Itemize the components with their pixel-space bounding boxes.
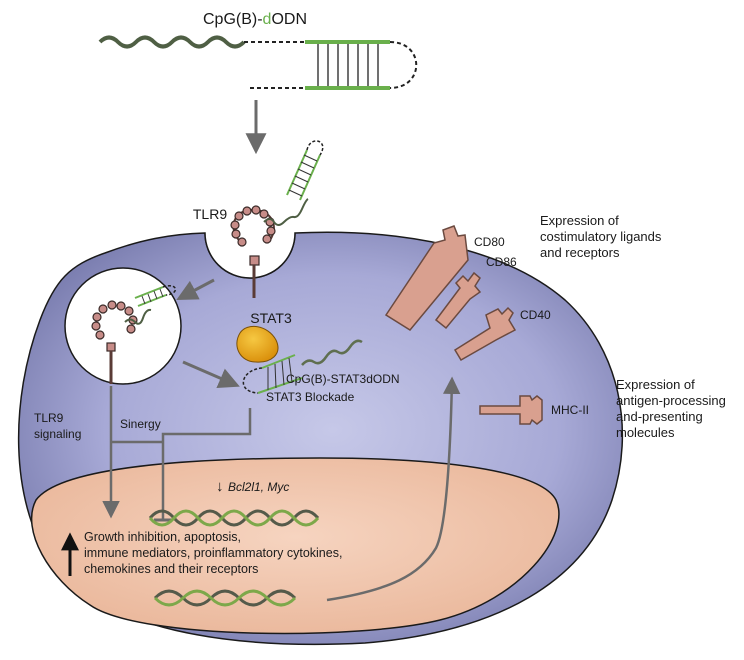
tlr9-surface-hairpin (286, 149, 321, 201)
endosome (64, 267, 182, 385)
antigen-annotation-4: molecules (616, 425, 675, 440)
costim-annotation-3: and receptors (540, 245, 620, 260)
mhc2-receptor: MHC-II (479, 395, 589, 425)
tlr9-surface-ligand (263, 198, 309, 226)
outcome-line-1: Growth inhibition, apoptosis, (84, 530, 241, 544)
diagram-title: CpG(B)-dODN (203, 11, 307, 28)
cd40-receptor: CD40 (453, 306, 551, 362)
endosome-to-stat3-arrow (182, 360, 240, 388)
stat3-complex: STAT3 CpG(B)-STAT3dODN STAT3 Blockade (236, 310, 400, 404)
stat3-protein-icon (236, 325, 279, 363)
tlr9-signaling-label-1: TLR9 (34, 411, 64, 425)
dna-helix-lower (153, 589, 297, 607)
stat3-dodn-loop (242, 367, 263, 394)
odn-rungs (317, 44, 379, 86)
outcome-line-2: immune mediators, proinflammatory cytoki… (84, 546, 342, 560)
cd40-label: CD40 (520, 308, 551, 322)
antigen-annotation-1: Expression of (616, 377, 695, 392)
stat3-blockade-label: STAT3 Blockade (266, 390, 355, 404)
internalization-arrow (176, 278, 215, 300)
mhc2-label: MHC-II (551, 403, 589, 417)
tlr9-label: TLR9 (193, 206, 227, 222)
synergy-label: Sinergy (120, 417, 161, 431)
down-arrow-symbol: ↓ (216, 478, 224, 495)
expression-arrow (326, 376, 461, 602)
cd86-receptor: CD86 (434, 255, 517, 330)
cd86-label: CD86 (486, 255, 517, 269)
odn-hairpin-loop (389, 41, 418, 89)
dna-helix-upper (148, 509, 320, 527)
antigen-annotation-3: and-presenting (616, 409, 703, 424)
stat3-inhibition-line (161, 408, 252, 520)
antigen-annotation-2: antigen-processing (616, 393, 726, 408)
stat3-label: STAT3 (250, 310, 292, 326)
cd80-label: CD80 (474, 235, 505, 249)
costim-annotation-1: Expression of (540, 213, 619, 228)
tlr9-receptor-surface: TLR9 (193, 140, 324, 298)
gene-label-bcl2-myc: Bcl2l1, Myc (228, 480, 289, 494)
outcome-line-3: chemokines and their receptors (84, 562, 258, 576)
odn-wavy-strand (98, 35, 246, 49)
stat3-dodn-label: CpG(B)-STAT3dODN (286, 372, 400, 386)
endosome-ligand (124, 308, 152, 325)
free-odn-molecule (98, 35, 418, 90)
costim-annotation-2: costimulatory ligands (540, 229, 662, 244)
stat3-dodn-wavy (301, 339, 363, 366)
tlr9-receptor-endosome (91, 285, 177, 384)
cd80-receptor: CD80 (384, 225, 505, 331)
tlr9-signaling-label-2: signaling (34, 427, 81, 441)
